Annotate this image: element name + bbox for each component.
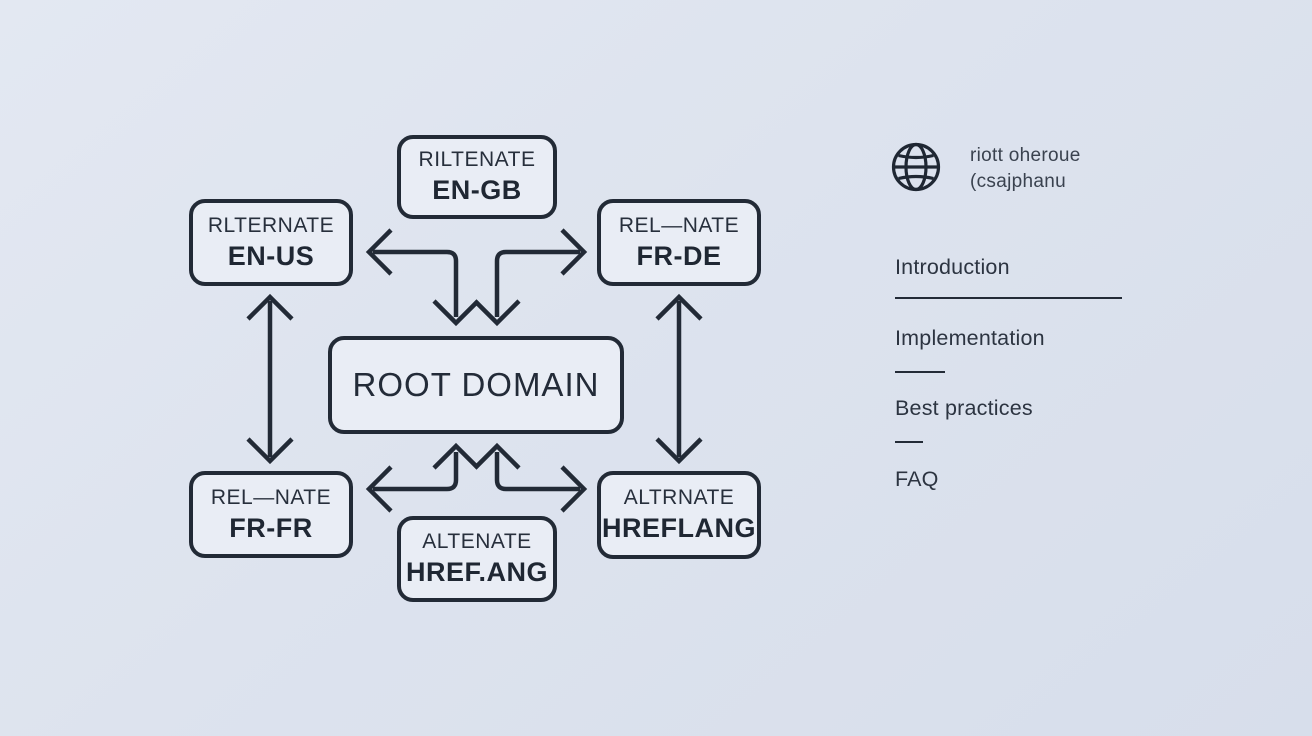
arrow-root-to-en-us (365, 228, 480, 327)
nav-item-best-practices[interactable]: Best practices (895, 396, 1033, 420)
node-en-us-code: EN-US (227, 240, 315, 271)
globe-icon (891, 142, 941, 192)
node-root-domain-label: ROOT DOMAIN (352, 366, 600, 403)
node-en-gb-code: EN-GB (432, 175, 522, 205)
node-fr-fr-label: REL—NATE (210, 485, 332, 509)
sidebar-caption-line1: riott oheroue (970, 145, 1081, 166)
arrow-root-to-hreflang (473, 442, 588, 513)
node-root-domain: ROOT DOMAIN (328, 336, 624, 434)
node-fr-fr: REL—NATE FR-FR (189, 471, 353, 558)
nav-item-faq[interactable]: FAQ (895, 467, 939, 491)
node-fr-de: REL—NATE FR-DE (597, 199, 761, 286)
node-hreflang-label: ALTRNATE (623, 486, 735, 509)
node-hrefang-code: HREF.ANG (405, 557, 548, 587)
nav-divider (895, 441, 923, 443)
sidebar-caption: riott oheroue (csajphanu (970, 143, 1081, 195)
nav-divider (895, 297, 1122, 299)
node-fr-fr-code: FR-FR (229, 512, 313, 543)
node-hreflang: ALTRNATE HREFLANG (597, 471, 761, 559)
node-hrefang: ALTENATE HREF.ANG (397, 516, 557, 602)
arrow-en-us-to-fr-fr (246, 293, 294, 465)
node-en-gb: RILTENATE EN-GB (397, 135, 557, 219)
node-fr-de-code: FR-DE (636, 240, 722, 271)
sidebar-caption-line2: (csajphanu (970, 171, 1066, 192)
arrow-root-to-fr-fr (365, 442, 480, 513)
node-fr-de-label: REL—NATE (618, 213, 740, 237)
node-en-gb-label: RILTENATE (418, 148, 536, 171)
node-en-us-label: RLTERNATE (207, 213, 335, 237)
nav-item-introduction[interactable]: Introduction (895, 255, 1010, 279)
node-hrefang-label: ALTENATE (422, 530, 532, 553)
arrow-fr-de-to-hreflang (655, 293, 703, 465)
nav-item-implementation[interactable]: Implementation (895, 326, 1045, 350)
arrow-root-to-fr-de (473, 228, 588, 327)
node-hreflang-code: HREFLANG (602, 513, 756, 543)
nav-divider (895, 371, 945, 373)
node-en-us: RLTERNATE EN-US (189, 199, 353, 286)
